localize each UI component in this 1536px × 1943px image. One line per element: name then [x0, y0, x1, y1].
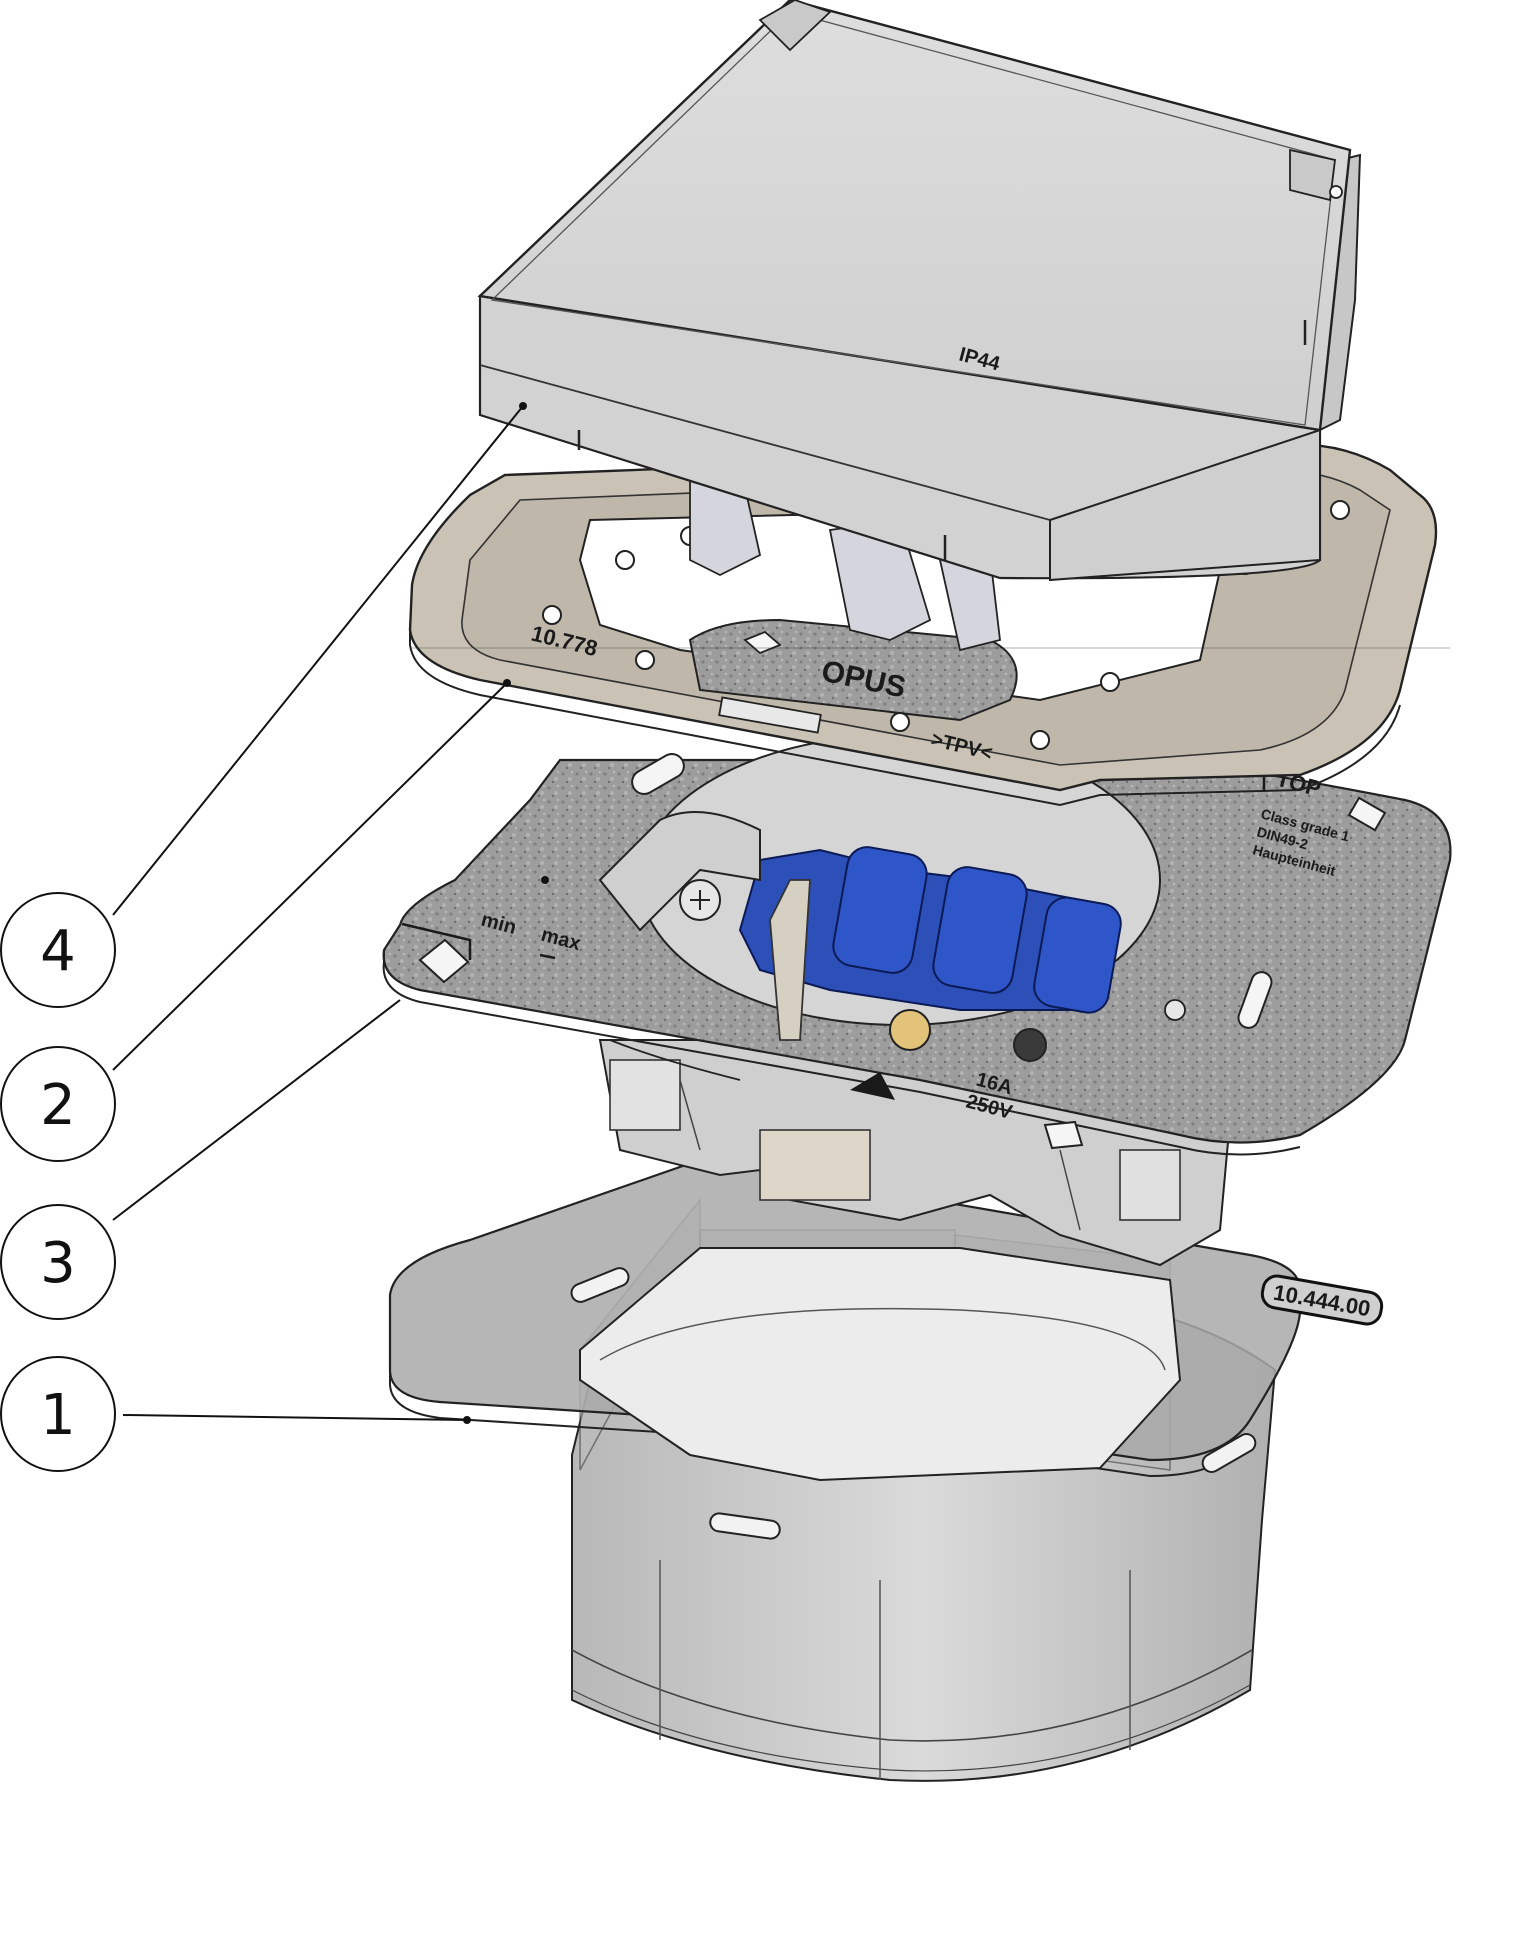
callout-3: 3: [0, 1204, 116, 1320]
base-octagonal-opening: [579, 1247, 1182, 1482]
mounting-box-base: 10.444.00: [388, 1158, 1384, 1782]
socket-insert: [679, 846, 1186, 1062]
callout-1: 1: [0, 1356, 116, 1472]
socket-mechanism: TOP Class grade 1 DIN49-2 Haupteinheit m…: [382, 734, 1452, 1267]
leader-line-1: [122, 1414, 468, 1421]
leader-line-4: [112, 405, 524, 916]
callout-leaders: [112, 405, 524, 1421]
callout-2-label: 2: [40, 1073, 76, 1138]
hinged-cover: IP44: [477, 0, 1362, 652]
callout-2: 2: [0, 1046, 116, 1162]
cover-top-face: [477, 0, 1352, 432]
callout-3-label: 3: [40, 1231, 76, 1296]
callout-1-label: 1: [40, 1383, 76, 1448]
leader-line-3: [112, 999, 401, 1221]
leader-line-2: [112, 682, 508, 1071]
callout-4: 4: [0, 892, 116, 1008]
callout-4-label: 4: [40, 919, 76, 984]
